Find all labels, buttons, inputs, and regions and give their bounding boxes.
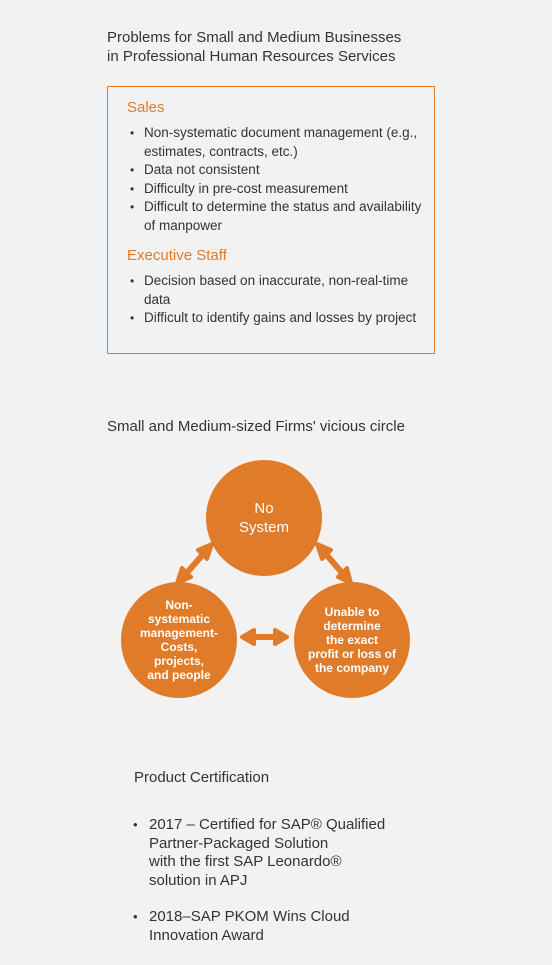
certification-title: Product Certification [134, 769, 270, 786]
no-system-circle: No System [206, 460, 322, 576]
sales-label: Sales [127, 99, 165, 116]
non-systematic-management-circle: Non- systematic management- Costs, proje… [121, 582, 237, 698]
list-item: Difficult to identify gains and losses b… [130, 309, 430, 328]
problems-title: Problems for Small and Medium Businesses… [107, 29, 402, 65]
sales-list: Non-systematic document management (e.g.… [130, 124, 430, 235]
list-item: Difficulty in pre-cost measurement [130, 180, 430, 199]
arrow-left-top [175, 542, 214, 585]
arrow-horizontal [240, 628, 289, 646]
problems-box [107, 86, 435, 354]
list-item: Data not consistent [130, 161, 430, 180]
list-item: Decision based on inaccurate, non-real-t… [130, 272, 430, 309]
unable-to-determine-profit-circle: Unable to determine the exact profit or … [294, 582, 410, 698]
executive-staff-list: Decision based on inaccurate, non-real-t… [130, 272, 430, 328]
arrow-right-top [315, 542, 353, 585]
list-item: Non-systematic document management (e.g.… [130, 124, 430, 161]
certification-list: 2017 – Certified for SAP® Qualified Part… [133, 816, 433, 963]
list-item: Difficult to determine the status and av… [130, 198, 430, 235]
executive-staff-label: Executive Staff [127, 247, 227, 264]
list-item: 2017 – Certified for SAP® Qualified Part… [133, 816, 433, 890]
list-item: 2018–SAP PKOM Wins Cloud Innovation Awar… [133, 908, 433, 945]
vicious-circle-title: Small and Medium-sized Firms' vicious ci… [107, 418, 405, 435]
